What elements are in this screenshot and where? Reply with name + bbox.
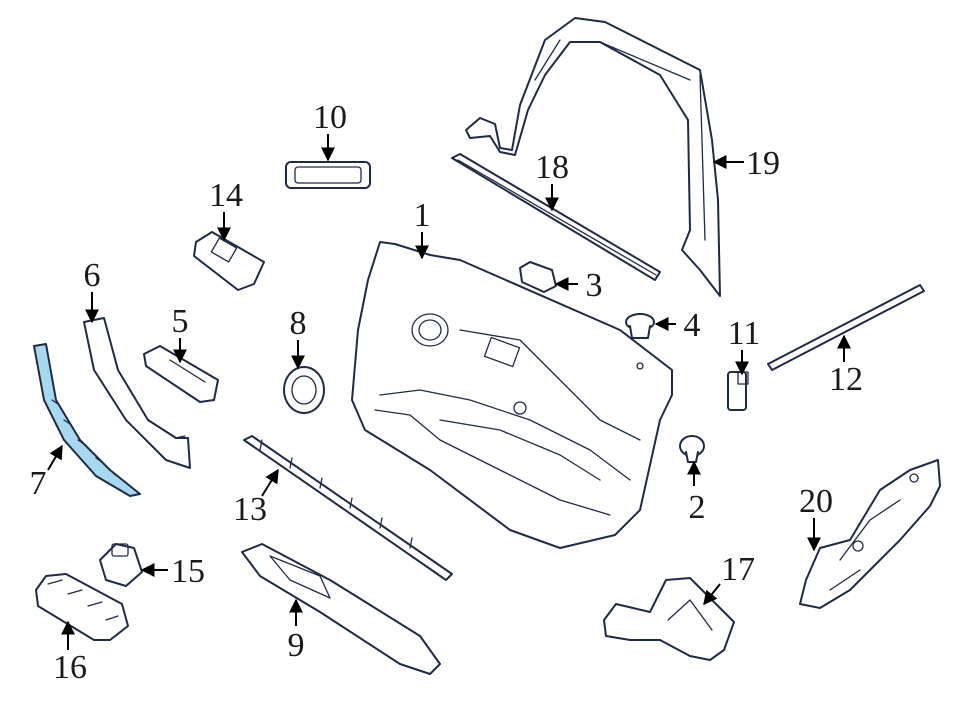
part-1-door-panel[interactable]	[351, 241, 673, 549]
callout-4[interactable]: 4	[684, 307, 701, 344]
callout-14[interactable]: 14	[209, 177, 243, 214]
callout-12[interactable]: 12	[829, 361, 863, 398]
callout-5[interactable]: 5	[172, 303, 189, 340]
callout-11[interactable]: 11	[728, 315, 761, 352]
callout-16[interactable]: 16	[53, 649, 87, 686]
part-13-inner-belt-strip[interactable]	[243, 435, 453, 581]
callout-9[interactable]: 9	[288, 627, 305, 664]
callout-labels: 1 2 3 4 5 6 7 8 9 10 11 12 13 14 15 16 1…	[30, 99, 864, 686]
part-7-trim-strip-highlighted[interactable]	[33, 343, 141, 497]
part-15-switch[interactable]	[99, 543, 143, 587]
part-11-clip[interactable]	[727, 371, 749, 411]
part-12-weatherstrip[interactable]	[767, 284, 925, 371]
callout-2[interactable]: 2	[689, 489, 706, 526]
part-2-push-pin[interactable]	[679, 435, 705, 463]
part-17-bracket[interactable]	[603, 577, 735, 661]
callout-13[interactable]: 13	[233, 491, 267, 528]
part-18-belt-molding[interactable]	[451, 153, 661, 281]
leader-lines	[47, 134, 851, 650]
callout-20[interactable]: 20	[799, 483, 833, 520]
callout-1[interactable]: 1	[414, 197, 431, 234]
part-9-armrest[interactable]	[241, 543, 441, 675]
part-19-window-frame[interactable]	[465, 17, 721, 297]
part-8-speaker-grille[interactable]	[283, 366, 325, 414]
part-6-trim-strip[interactable]	[83, 317, 191, 469]
callout-18[interactable]: 18	[535, 149, 569, 186]
part-16-master-switch[interactable]	[35, 573, 129, 641]
part-5-handle-insert[interactable]	[143, 345, 219, 403]
part-14-switch[interactable]	[193, 231, 265, 291]
callout-17[interactable]: 17	[721, 551, 755, 588]
callout-8[interactable]: 8	[290, 305, 307, 342]
callout-15[interactable]: 15	[171, 553, 205, 590]
part-10-courtesy-lamp[interactable]	[285, 161, 371, 189]
callout-10[interactable]: 10	[313, 99, 347, 136]
part-3-clip[interactable]	[519, 261, 557, 293]
part-4-grommet[interactable]	[625, 313, 655, 339]
callout-6[interactable]: 6	[84, 257, 101, 294]
callout-3[interactable]: 3	[586, 267, 603, 304]
callout-7[interactable]: 7	[30, 465, 47, 502]
part-20-impact-absorber[interactable]	[799, 459, 941, 609]
callout-19[interactable]: 19	[746, 145, 780, 182]
